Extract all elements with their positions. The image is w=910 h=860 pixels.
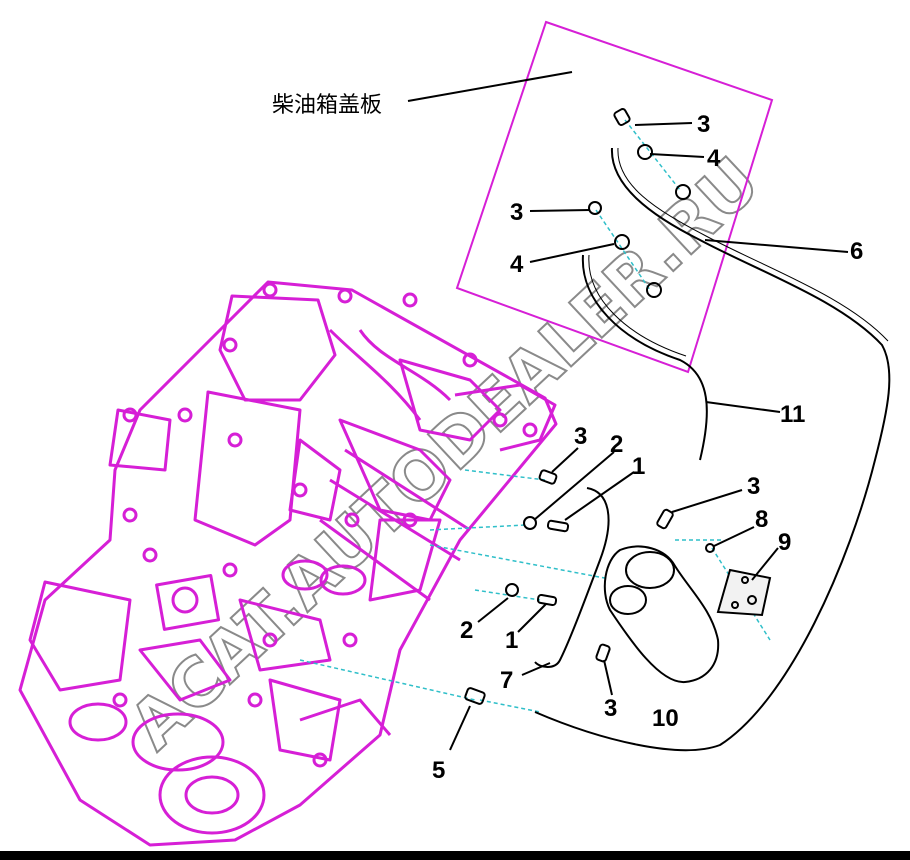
callout-3-right: 3 xyxy=(747,473,760,500)
callout-1-upper: 1 xyxy=(632,453,645,480)
callout-4-top: 4 xyxy=(707,145,721,172)
callout-leaders xyxy=(449,122,849,751)
callout-3-mid: 3 xyxy=(510,199,523,226)
fuel-filter-10 xyxy=(603,545,720,684)
callout-7: 7 xyxy=(500,667,513,694)
callout-8: 8 xyxy=(755,506,768,533)
callout-4-mid: 4 xyxy=(510,251,524,278)
callout-3-top: 3 xyxy=(697,111,710,138)
callouts: 3 4 3 4 6 11 3 2 1 3 8 9 2 1 7 3 10 5 xyxy=(432,111,863,784)
cover-plate-label: 柴油箱盖板 xyxy=(272,93,382,118)
fuel-pipe-7 xyxy=(534,487,610,668)
callout-9: 9 xyxy=(778,529,791,556)
bottom-border xyxy=(0,851,910,860)
tank-cover-plate xyxy=(407,20,774,374)
engine-block xyxy=(18,280,558,847)
callout-11: 11 xyxy=(780,401,805,428)
callout-6: 6 xyxy=(850,238,863,265)
callout-5: 5 xyxy=(432,757,445,784)
callout-3-lower-left: 3 xyxy=(574,423,587,450)
callout-2-lower: 2 xyxy=(460,617,473,644)
callout-1-lower: 1 xyxy=(505,627,518,654)
callout-2-upper: 2 xyxy=(610,431,623,458)
fuel-pipe-11 xyxy=(581,254,708,461)
fittings xyxy=(464,108,715,705)
callout-10: 10 xyxy=(652,705,679,732)
fuel-pipe-6 xyxy=(534,147,891,752)
callout-3-bottom: 3 xyxy=(604,695,617,722)
fuel-system-parts xyxy=(464,108,891,752)
